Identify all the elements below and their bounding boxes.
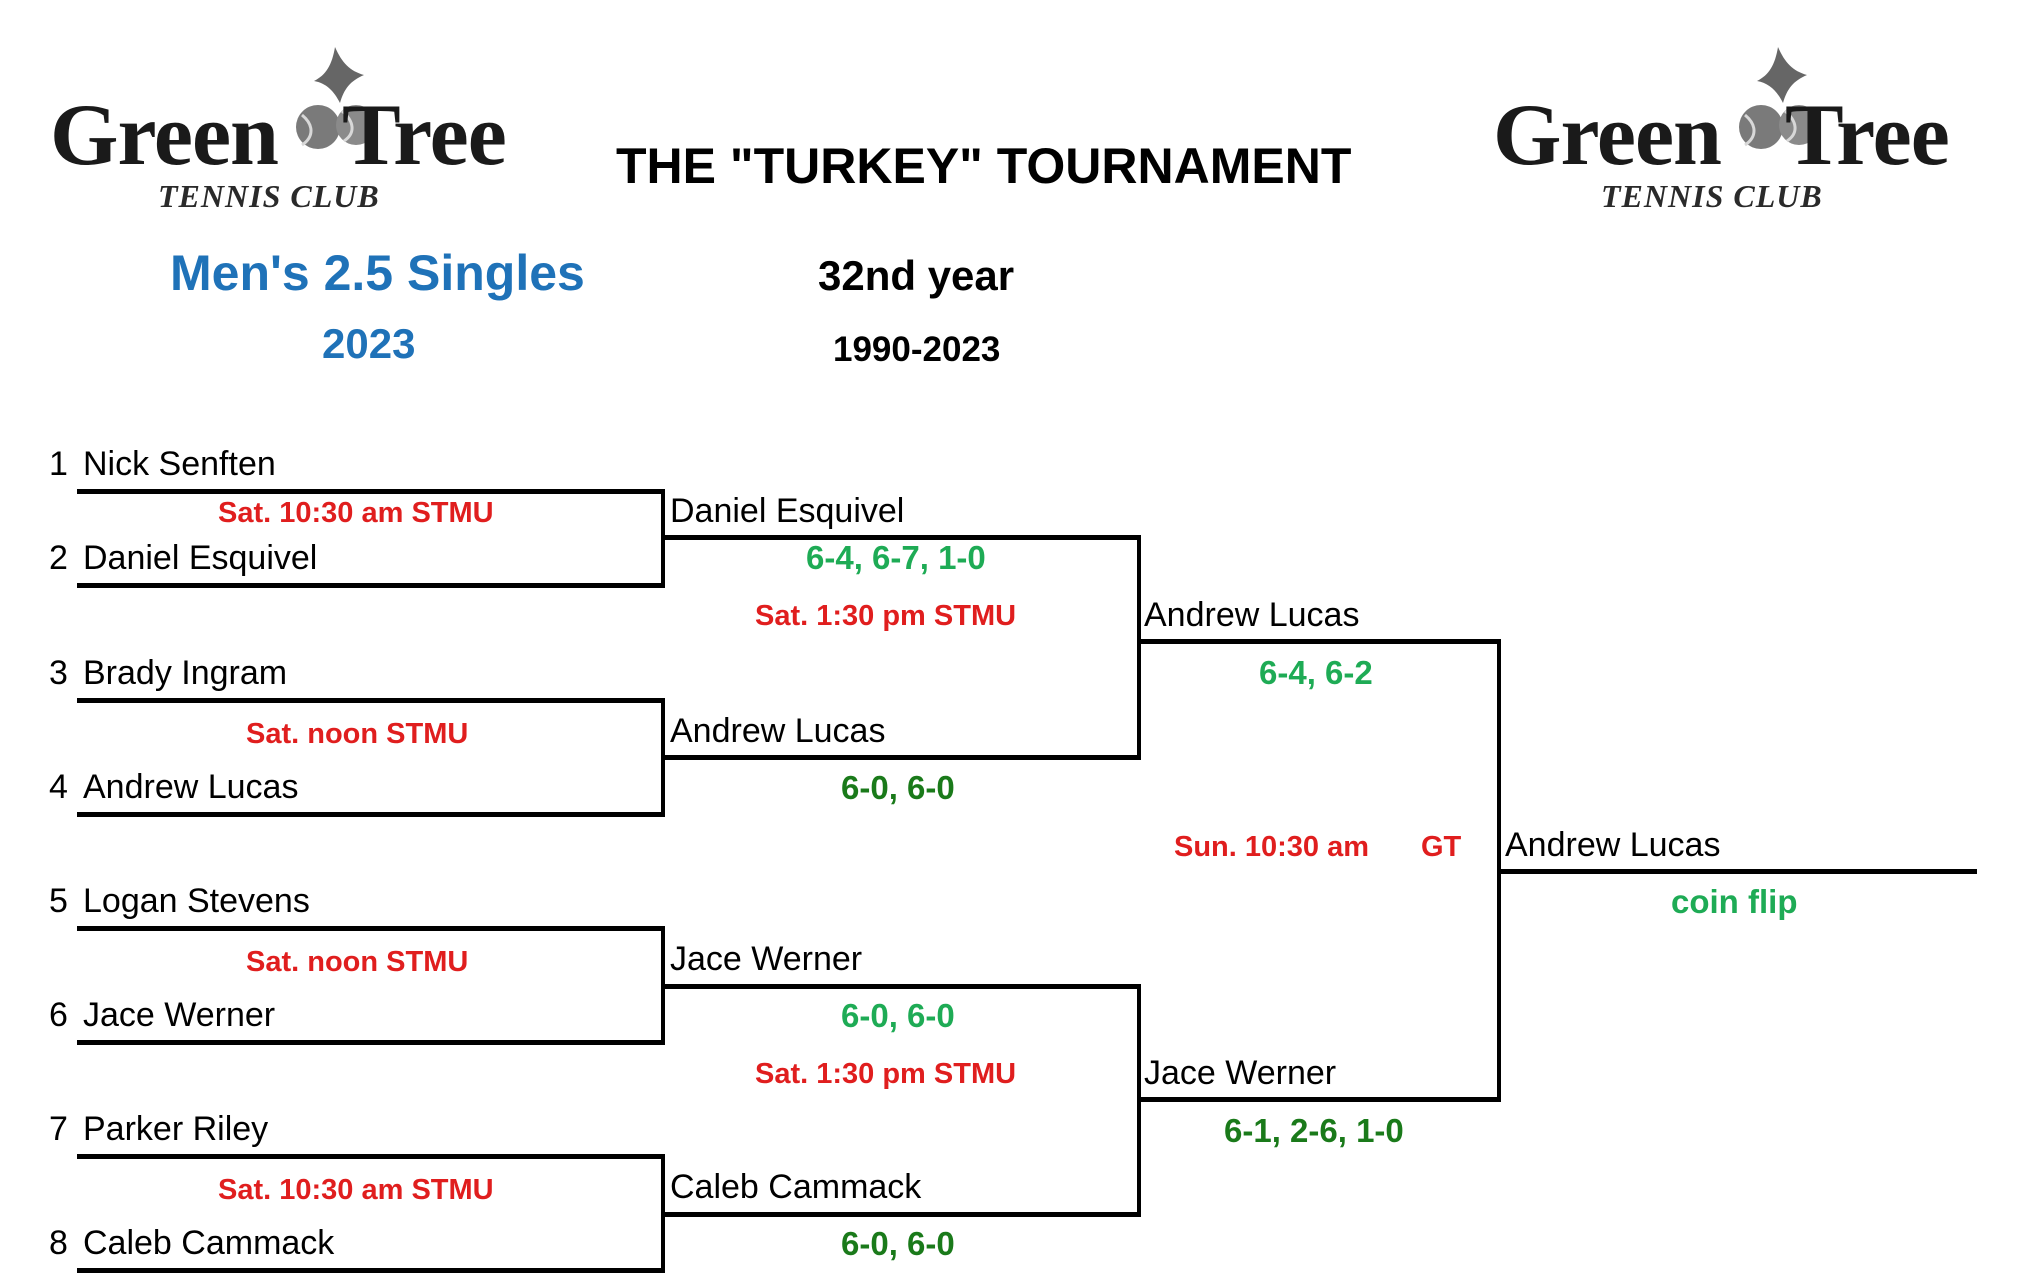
match-schedule: Sat. 10:30 am STMU — [218, 497, 494, 529]
bracket-line — [77, 489, 664, 494]
logo-word-tree: Tree — [342, 87, 507, 184]
player-name: Andrew Lucas — [83, 768, 299, 806]
tennis-ball-leaf-icon — [296, 47, 376, 149]
bracket-line — [77, 583, 664, 588]
player-name: Brady Ingram — [83, 654, 288, 692]
player-name: Caleb Cammack — [83, 1224, 335, 1262]
seed-number: 1 — [49, 445, 68, 483]
bracket-line — [77, 1154, 664, 1159]
bracket-line — [77, 698, 664, 703]
player-name: Nick Senften — [83, 445, 276, 483]
match-score: 6-4, 6-7, 1-0 — [806, 539, 986, 576]
bracket-line — [1139, 639, 1501, 644]
tournament-title: THE "TURKEY" TOURNAMENT — [616, 138, 1352, 194]
seed-number: 4 — [49, 768, 68, 806]
year-span: 1990-2023 — [833, 330, 1001, 369]
logo-word-green: Green — [1493, 87, 1722, 184]
match-score: 6-0, 6-0 — [841, 997, 955, 1034]
bracket-line — [663, 755, 1141, 760]
bracket-line — [77, 926, 664, 931]
player-name: Caleb Cammack — [670, 1168, 922, 1206]
champion-name: Andrew Lucas — [1505, 826, 1721, 864]
match-score: 6-4, 6-2 — [1259, 654, 1373, 691]
player-name: Jace Werner — [670, 940, 863, 978]
seed-number: 5 — [49, 882, 68, 920]
seed-number: 3 — [49, 654, 68, 692]
bracket-line — [1137, 535, 1141, 760]
logo-word-tree: Tree — [1785, 87, 1950, 184]
logo-subtitle: TENNIS CLUB — [158, 178, 380, 214]
seed-number: 6 — [49, 996, 68, 1034]
division-year: 2023 — [322, 320, 416, 367]
player-name: Jace Werner — [83, 996, 276, 1034]
edition-label: 32nd year — [818, 252, 1015, 299]
match-schedule: Sat. noon STMU — [246, 718, 469, 750]
match-score: 6-1, 2-6, 1-0 — [1224, 1112, 1404, 1149]
bracket-line — [1499, 869, 1977, 874]
match-score: 6-0, 6-0 — [841, 769, 955, 806]
player-name: Andrew Lucas — [1144, 596, 1360, 634]
seed-number: 2 — [49, 539, 68, 577]
final-schedule-site: GT — [1421, 831, 1462, 863]
bracket-line — [1139, 1097, 1501, 1102]
player-name: Logan Stevens — [83, 882, 310, 920]
match-score: 6-0, 6-0 — [841, 1225, 955, 1262]
match-schedule: Sat. 1:30 pm STMU — [755, 600, 1017, 632]
player-name: Jace Werner — [1144, 1054, 1337, 1092]
match-schedule: Sat. noon STMU — [246, 946, 469, 978]
player-name: Daniel Esquivel — [83, 539, 318, 577]
bracket-line — [663, 1212, 1141, 1217]
match-schedule: Sat. 1:30 pm STMU — [755, 1058, 1017, 1090]
seed-number: 8 — [49, 1224, 68, 1262]
bracket-line — [663, 984, 1141, 989]
logo-word-green: Green — [50, 87, 279, 184]
division-heading: Men's 2.5 Singles — [170, 245, 585, 301]
bracket-line — [77, 812, 664, 817]
green-tree-logo-right: Green Tree TENNIS CLUB — [1493, 45, 1963, 215]
bracket-line — [77, 1040, 664, 1045]
logo-subtitle: TENNIS CLUB — [1601, 178, 1823, 214]
player-name: Parker Riley — [83, 1110, 269, 1148]
bracket-line — [663, 535, 1141, 540]
green-tree-logo-left: Green Tree TENNIS CLUB — [50, 45, 520, 215]
match-schedule: Sat. 10:30 am STMU — [218, 1174, 494, 1206]
player-name: Andrew Lucas — [670, 712, 886, 750]
tennis-ball-leaf-icon — [1739, 47, 1819, 149]
player-name: Daniel Esquivel — [670, 492, 905, 530]
seed-number: 7 — [49, 1110, 68, 1148]
champion-score: coin flip — [1671, 883, 1798, 920]
bracket-line — [77, 1268, 664, 1273]
final-schedule-time: Sun. 10:30 am — [1174, 831, 1370, 863]
